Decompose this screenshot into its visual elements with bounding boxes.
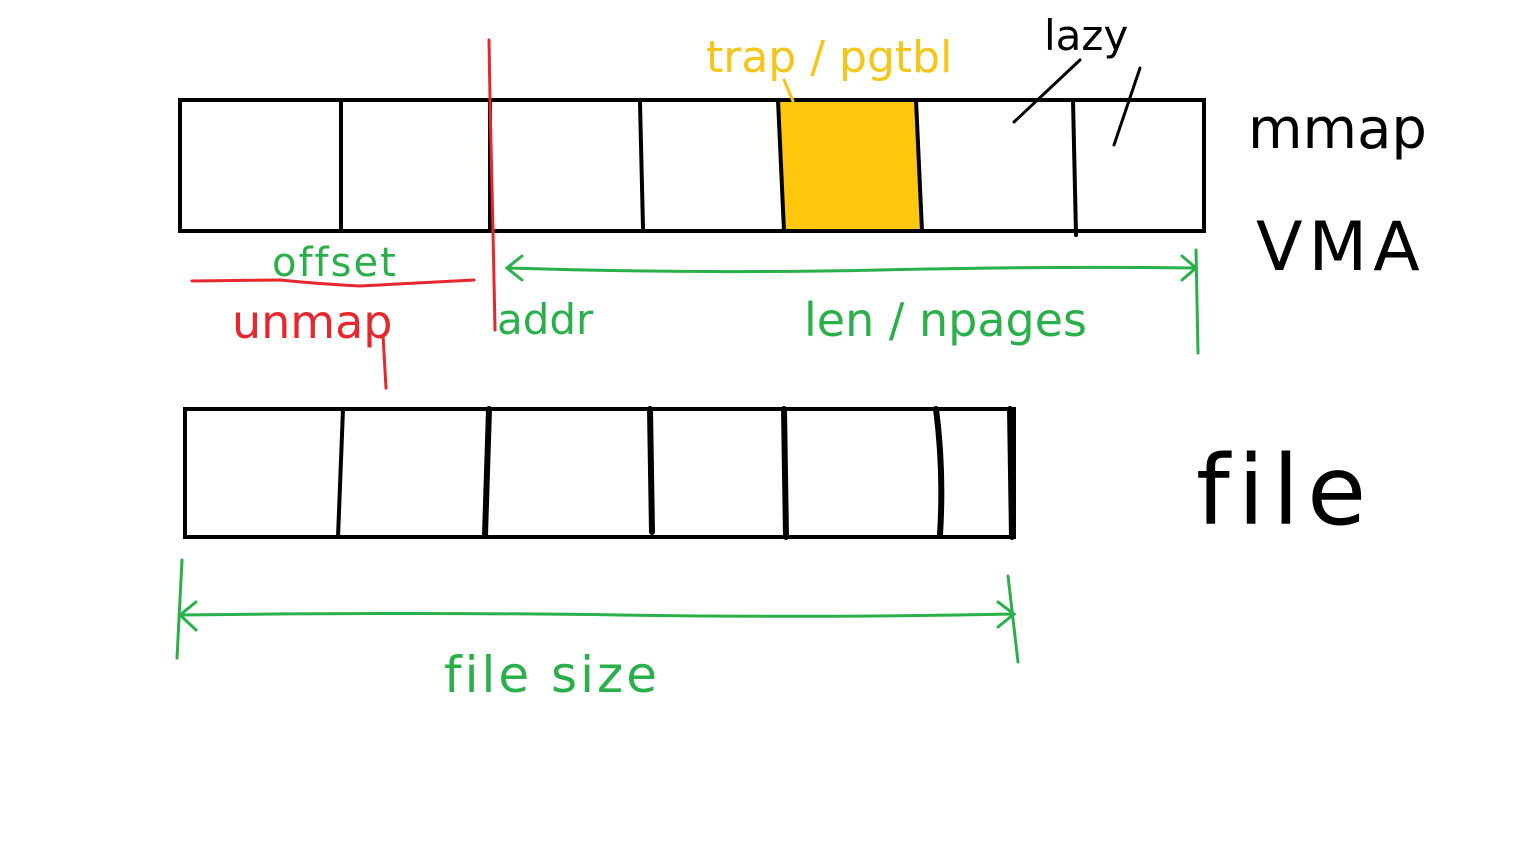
vma-page-trapped [775,98,925,233]
file-size-arrow-shaft [178,612,1016,618]
len-npages-label: len / npages [804,293,1087,347]
len-arrow-head-left [504,254,524,282]
unmap-pointer-line [381,333,388,390]
addr-label: addr [497,295,594,344]
file-size-end-tick [1006,574,1020,664]
unmap-label: unmap [232,295,393,349]
file-end-marker [1007,406,1015,540]
len-arrow-shaft [505,265,1198,274]
file-size-label: file size [444,646,660,704]
trap-connector [782,78,795,103]
file-page-divider [336,407,345,539]
file-page-divider [482,406,492,538]
vma-page-divider [1071,98,1078,237]
addr-boundary-line [487,38,497,332]
file-page-divider [781,406,789,540]
lazy-mark-stroke [1112,66,1142,147]
unmap-range-line [190,278,476,288]
file-strip-outline [183,407,1016,539]
file-size-start-tick [175,558,184,660]
file-size-arrow-head-right [996,600,1017,629]
lazy-label: lazy [1044,11,1128,60]
file-label: file [1196,435,1374,547]
offset-label: offset [272,240,398,286]
vma-strip [178,98,1206,237]
file-page-divider [647,406,655,535]
len-arrow [504,248,1200,355]
lazy-mark-stroke [1012,58,1082,124]
file-size-arrow [175,558,1020,664]
vma-strip-outline [178,98,1206,233]
vma-page-divider [638,101,645,230]
mmap-label: mmap [1248,97,1427,162]
len-end-tick [1194,248,1200,355]
file-strip [183,406,1016,540]
unmap-markers [190,38,497,390]
vma-label: VMA [1256,208,1426,287]
trap-pgtbl-label: trap / pgtbl [706,32,952,83]
lazy-marks [1012,58,1142,147]
file-page-divider [933,406,945,538]
